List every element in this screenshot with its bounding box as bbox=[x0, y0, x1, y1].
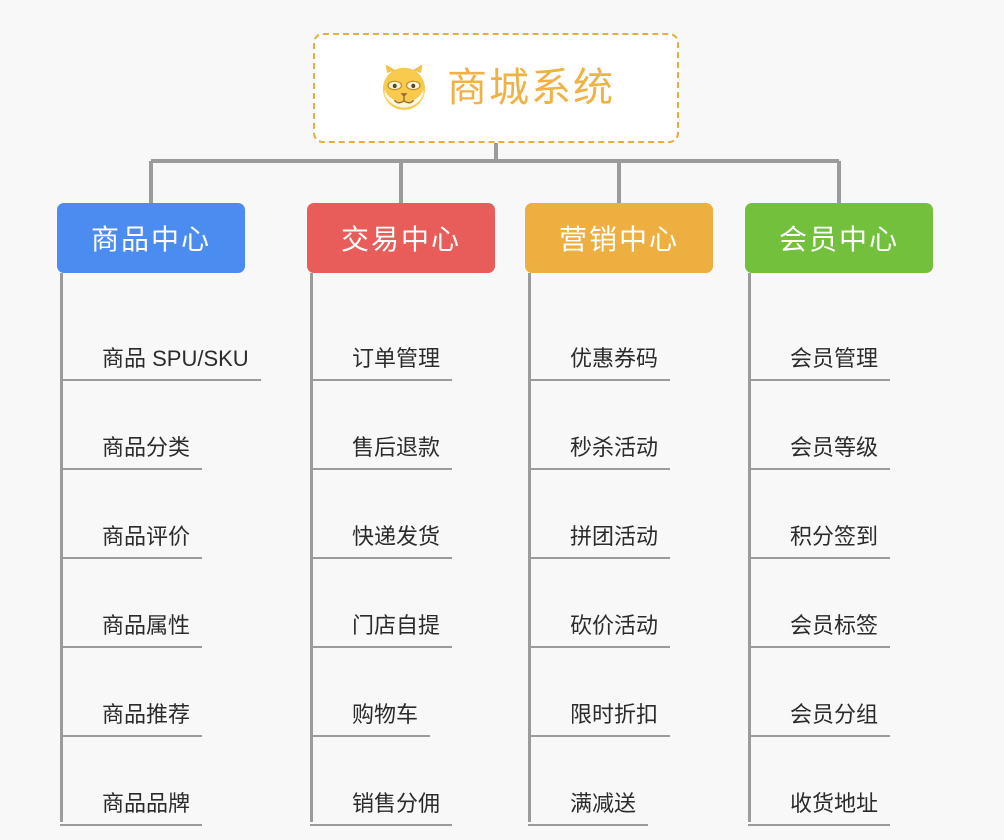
branch-label: 快递发货 bbox=[352, 524, 453, 559]
category-column-trade: 交易中心 订单管理 售后退款 快递发货 门店自提 购物车 销售分佣 bbox=[307, 203, 495, 826]
branch-list-marketing: 优惠券码 秒杀活动 拼团活动 砍价活动 限时折扣 满减送 bbox=[525, 273, 713, 826]
list-item[interactable]: 砍价活动 bbox=[525, 559, 713, 648]
list-item[interactable]: 会员分组 bbox=[745, 648, 933, 737]
branch-label: 拼团活动 bbox=[570, 524, 671, 559]
shiba-dog-face-icon bbox=[382, 64, 426, 110]
branch-label: 商品品牌 bbox=[102, 791, 203, 826]
category-header-trade[interactable]: 交易中心 bbox=[307, 203, 495, 273]
list-item[interactable]: 售后退款 bbox=[307, 381, 495, 470]
branch-list-member: 会员管理 会员等级 积分签到 会员标签 会员分组 收货地址 bbox=[745, 273, 933, 826]
list-item[interactable]: 会员管理 bbox=[745, 292, 933, 381]
list-item[interactable]: 商品品牌 bbox=[57, 737, 245, 826]
list-item[interactable]: 会员等级 bbox=[745, 381, 933, 470]
list-item[interactable]: 秒杀活动 bbox=[525, 381, 713, 470]
list-item[interactable]: 会员标签 bbox=[745, 559, 933, 648]
branch-label: 满减送 bbox=[570, 791, 649, 826]
category-header-marketing[interactable]: 营销中心 bbox=[525, 203, 713, 273]
list-item[interactable]: 快递发货 bbox=[307, 470, 495, 559]
category-header-label: 会员中心 bbox=[778, 224, 899, 255]
list-item[interactable]: 满减送 bbox=[525, 737, 713, 826]
list-item[interactable]: 限时折扣 bbox=[525, 648, 713, 737]
branch-label: 门店自提 bbox=[352, 613, 453, 648]
branch-label: 订单管理 bbox=[352, 346, 453, 381]
branch-label: 会员管理 bbox=[790, 346, 891, 381]
branch-label: 收货地址 bbox=[790, 791, 891, 826]
category-header-label: 营销中心 bbox=[558, 224, 679, 255]
branch-label: 商品推荐 bbox=[102, 702, 203, 737]
branch-list-product: 商品 SPU/SKU 商品分类 商品评价 商品属性 商品推荐 商品品牌 bbox=[57, 273, 261, 826]
branch-label: 会员标签 bbox=[790, 613, 891, 648]
branch-label: 商品属性 bbox=[102, 613, 203, 648]
branch-label: 优惠券码 bbox=[570, 346, 671, 381]
list-item[interactable]: 优惠券码 bbox=[525, 292, 713, 381]
category-column-product: 商品中心 商品 SPU/SKU 商品分类 商品评价 商品属性 商品推荐 商品品牌 bbox=[57, 203, 261, 826]
branch-label: 销售分佣 bbox=[352, 791, 453, 826]
branch-label: 限时折扣 bbox=[570, 702, 671, 737]
category-columns: 商品中心 商品 SPU/SKU 商品分类 商品评价 商品属性 商品推荐 商品品牌… bbox=[0, 203, 1004, 840]
branch-label: 购物车 bbox=[352, 702, 431, 737]
branch-label: 售后退款 bbox=[352, 435, 453, 470]
root-title: 商城系统 bbox=[447, 66, 615, 110]
root-node[interactable]: 商城系统 bbox=[313, 33, 679, 143]
branch-label: 秒杀活动 bbox=[570, 435, 671, 470]
branch-label: 积分签到 bbox=[790, 524, 891, 559]
list-item[interactable]: 商品 SPU/SKU bbox=[57, 292, 261, 381]
category-header-member[interactable]: 会员中心 bbox=[745, 203, 933, 273]
branch-label: 商品 SPU/SKU bbox=[102, 346, 261, 381]
list-item[interactable]: 订单管理 bbox=[307, 292, 495, 381]
list-item[interactable]: 商品评价 bbox=[57, 470, 245, 559]
category-column-member: 会员中心 会员管理 会员等级 积分签到 会员标签 会员分组 收货地址 bbox=[745, 203, 933, 826]
branch-label: 商品评价 bbox=[102, 524, 203, 559]
branch-label: 会员分组 bbox=[790, 702, 891, 737]
category-column-marketing: 营销中心 优惠券码 秒杀活动 拼团活动 砍价活动 限时折扣 满减送 bbox=[525, 203, 713, 826]
branch-list-trade: 订单管理 售后退款 快递发货 门店自提 购物车 销售分佣 bbox=[307, 273, 495, 826]
list-item[interactable]: 拼团活动 bbox=[525, 470, 713, 559]
list-item[interactable]: 购物车 bbox=[307, 648, 495, 737]
list-item[interactable]: 积分签到 bbox=[745, 470, 933, 559]
list-item[interactable]: 销售分佣 bbox=[307, 737, 495, 826]
list-item[interactable]: 商品属性 bbox=[57, 559, 245, 648]
list-item[interactable]: 收货地址 bbox=[745, 737, 933, 826]
category-header-label: 交易中心 bbox=[340, 224, 461, 255]
list-item[interactable]: 商品推荐 bbox=[57, 648, 245, 737]
branch-label: 会员等级 bbox=[790, 435, 891, 470]
category-header-label: 商品中心 bbox=[90, 224, 211, 255]
list-item[interactable]: 门店自提 bbox=[307, 559, 495, 648]
category-header-product[interactable]: 商品中心 bbox=[57, 203, 245, 273]
list-item[interactable]: 商品分类 bbox=[57, 381, 245, 470]
branch-label: 砍价活动 bbox=[570, 613, 671, 648]
branch-label: 商品分类 bbox=[102, 435, 203, 470]
